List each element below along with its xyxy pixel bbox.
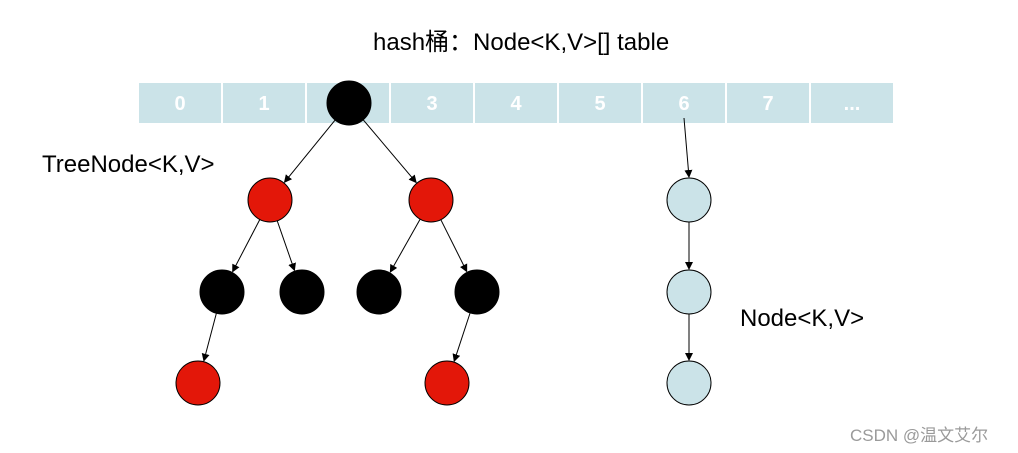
tree-edge-l-ll — [232, 219, 261, 273]
tree-edge-ll-lll — [201, 313, 217, 362]
table-cell-label: 4 — [510, 93, 522, 115]
tree-node-red — [408, 177, 454, 223]
tree-node-black — [454, 269, 500, 315]
table-cell-label: 7 — [762, 93, 773, 115]
table-cell-label: 1 — [258, 93, 269, 115]
list-node — [666, 269, 712, 315]
tree-edge-rr-rrl — [452, 312, 471, 363]
table-cell-label: 0 — [174, 93, 185, 115]
table-cell-1 — [221, 81, 307, 125]
hash-table-array: 0 1 3 4 5 6 7... — [137, 81, 895, 125]
table-cell-label: 6 — [678, 93, 689, 115]
bucket-6-to-list-edge — [683, 117, 693, 178]
table-cell-8 — [809, 81, 895, 125]
table-cell-label: ... — [844, 93, 861, 115]
tree-node-black — [279, 269, 325, 315]
table-cell-label: 3 — [426, 93, 437, 115]
diagram-title: hash桶：Node<K,V>[] table — [373, 29, 669, 56]
tree-edge-r-rr — [440, 219, 468, 273]
tree-node-red — [247, 177, 293, 223]
table-cell-0 — [137, 81, 223, 125]
table-cell-label: 5 — [594, 93, 605, 115]
tree-edge-root-r — [362, 119, 417, 184]
tree-node-black — [356, 269, 402, 315]
table-cell-5 — [557, 81, 643, 125]
tree-root-node — [326, 80, 372, 126]
edges — [201, 117, 693, 363]
nodes — [175, 80, 712, 406]
watermark: CSDN @温文艾尔 — [850, 426, 988, 445]
list-node — [666, 177, 712, 223]
node-label: Node<K,V> — [740, 305, 864, 332]
table-cell-4 — [473, 81, 559, 125]
treenode-label: TreeNode<K,V> — [42, 151, 215, 178]
list-node — [666, 360, 712, 406]
tree-edge-l-lr — [276, 220, 296, 272]
tree-node-black — [199, 269, 245, 315]
table-cell-7 — [725, 81, 811, 125]
table-cell-6 — [641, 81, 727, 125]
tree-node-red — [424, 360, 470, 406]
tree-edge-r-rl — [389, 218, 421, 273]
tree-edge-root-l — [283, 119, 336, 183]
tree-node-red — [175, 360, 221, 406]
